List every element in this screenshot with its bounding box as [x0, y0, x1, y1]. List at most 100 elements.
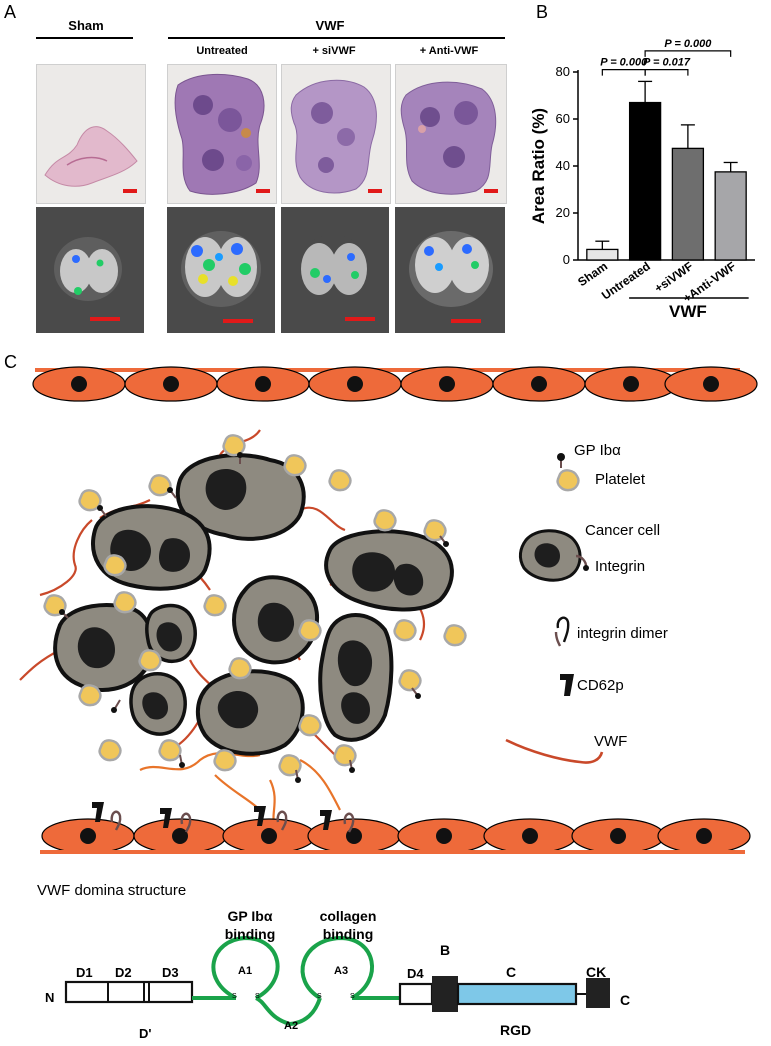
- legend-cd62p: CD62p: [577, 677, 624, 694]
- sham-header: Sham: [68, 18, 104, 33]
- platelet: [393, 619, 417, 642]
- platelet: [213, 749, 237, 772]
- endothelial-cell: [571, 818, 665, 854]
- ck-label: CK: [586, 964, 607, 980]
- platelet: [443, 624, 467, 647]
- cancer-cell: [318, 613, 394, 742]
- he-image-sham: [36, 64, 146, 204]
- ivis-sham-lung: [54, 237, 122, 301]
- a3-label: A3: [334, 965, 349, 977]
- disulfide-s-label: S: [255, 993, 260, 1000]
- a1-label: A1: [238, 965, 253, 977]
- endothelial-cell: [124, 366, 218, 402]
- endothelial-cell: [308, 366, 402, 402]
- endothelial-cell: [41, 818, 135, 854]
- d4-box: [398, 982, 434, 1006]
- dprime-label: D': [139, 1026, 152, 1041]
- ivis-image-anti-vwf: [395, 207, 505, 333]
- bar-1: [628, 101, 662, 261]
- p-untreated-anti-vwf-bracket: [644, 50, 732, 57]
- column-label-anti-vwf: + Anti-VWF: [419, 45, 479, 57]
- endothelial-cell: [483, 818, 577, 854]
- scale-bar: [368, 189, 382, 193]
- c-domain-label: C: [506, 964, 517, 980]
- endothelial-cell: [584, 366, 678, 402]
- integrin-dimers-bottom: [110, 810, 355, 833]
- endothelial-cell: [222, 818, 316, 854]
- b-domain: [432, 976, 458, 1012]
- platelet: [283, 454, 307, 477]
- endothelial-cell: [307, 818, 401, 854]
- a-domain-loops: [192, 935, 400, 1027]
- panel-c-letter: C: [4, 352, 17, 372]
- endothelial-cell: [664, 366, 758, 402]
- panel-a-letter: A: [4, 2, 17, 22]
- scale-bar: [256, 189, 270, 193]
- disulfide-s-label: S: [232, 993, 237, 1000]
- p-sham-untreated-bracket: [601, 69, 646, 76]
- category-label: Untreated: [599, 259, 653, 303]
- platelet: [423, 519, 447, 542]
- platelet: [103, 554, 127, 577]
- cancer-cell: [232, 575, 320, 665]
- y-tick-label: 0: [563, 252, 570, 267]
- platelet: [158, 739, 182, 762]
- platelet: [113, 591, 137, 614]
- c-terminus-label: C: [620, 992, 631, 1008]
- d-domain-box: [64, 980, 194, 1004]
- platelet: [148, 474, 172, 497]
- bar-3: [714, 171, 747, 261]
- he-image-untreated: [167, 64, 277, 204]
- platelet: [298, 619, 322, 642]
- d1-label: D1: [76, 965, 93, 980]
- he-sham-tissue: [44, 126, 138, 187]
- cd62p-icon: [560, 674, 574, 696]
- platelet: [78, 684, 102, 707]
- cancer-cell: [195, 669, 305, 756]
- sham-header-line: [36, 37, 133, 39]
- category-label: Sham: [575, 259, 610, 289]
- gp-iba-receptors: [59, 452, 449, 783]
- rgd-label: RGD: [500, 1022, 532, 1038]
- d3-label: D3: [162, 965, 179, 980]
- domain-structure-title: VWF domina structure: [37, 882, 187, 899]
- cancer-cell: [53, 603, 154, 692]
- c-domain: [456, 982, 578, 1006]
- y-tick-label: 80: [556, 64, 570, 79]
- p-untreated-sivwf-bracket: [644, 69, 689, 76]
- y-axis-label: Area Ratio (%): [529, 108, 548, 224]
- y-tick-label: 40: [556, 158, 570, 173]
- cancer-cell-vwf-diagram: [19, 366, 758, 854]
- ivis-untreated-lung: [181, 231, 261, 307]
- b-label: B: [440, 942, 451, 958]
- he-anti-vwf-tissue: [400, 81, 497, 195]
- scale-bar: [484, 189, 498, 193]
- cancer-cell-icon: [518, 529, 589, 582]
- d4-label: D4: [407, 966, 424, 981]
- ivis-image-sham: [36, 207, 144, 333]
- he-image-sivwf: [281, 64, 391, 204]
- endothelial-cell: [216, 366, 310, 402]
- vwf-header: VWF: [315, 18, 345, 33]
- he-sivwf-tissue: [290, 79, 377, 194]
- n-terminus-label: N: [45, 990, 55, 1005]
- vwf-icon: [505, 738, 604, 764]
- gp-iba-icon: [557, 453, 565, 468]
- legend-vwf: VWF: [594, 733, 628, 750]
- platelet: [398, 669, 422, 692]
- vwf-domain-structure: [64, 935, 610, 1027]
- platelet: [373, 509, 397, 532]
- legend-gp-iba: GP Ibα: [574, 442, 621, 459]
- d2-label: D2: [115, 965, 132, 980]
- he-image-anti-vwf: [395, 64, 507, 204]
- legend-cancer-cell: Cancer cell: [585, 522, 661, 539]
- endothelial-cell: [492, 366, 586, 402]
- cancer-cell: [144, 603, 197, 663]
- cancer-cell: [91, 504, 212, 591]
- platelet: [203, 594, 227, 617]
- collagen-binding-label-1: collagen: [319, 908, 377, 924]
- bar-2: [671, 147, 705, 261]
- cancer-cell: [129, 672, 187, 736]
- endothelial-cell: [32, 366, 126, 402]
- top-endothelium: [32, 366, 758, 402]
